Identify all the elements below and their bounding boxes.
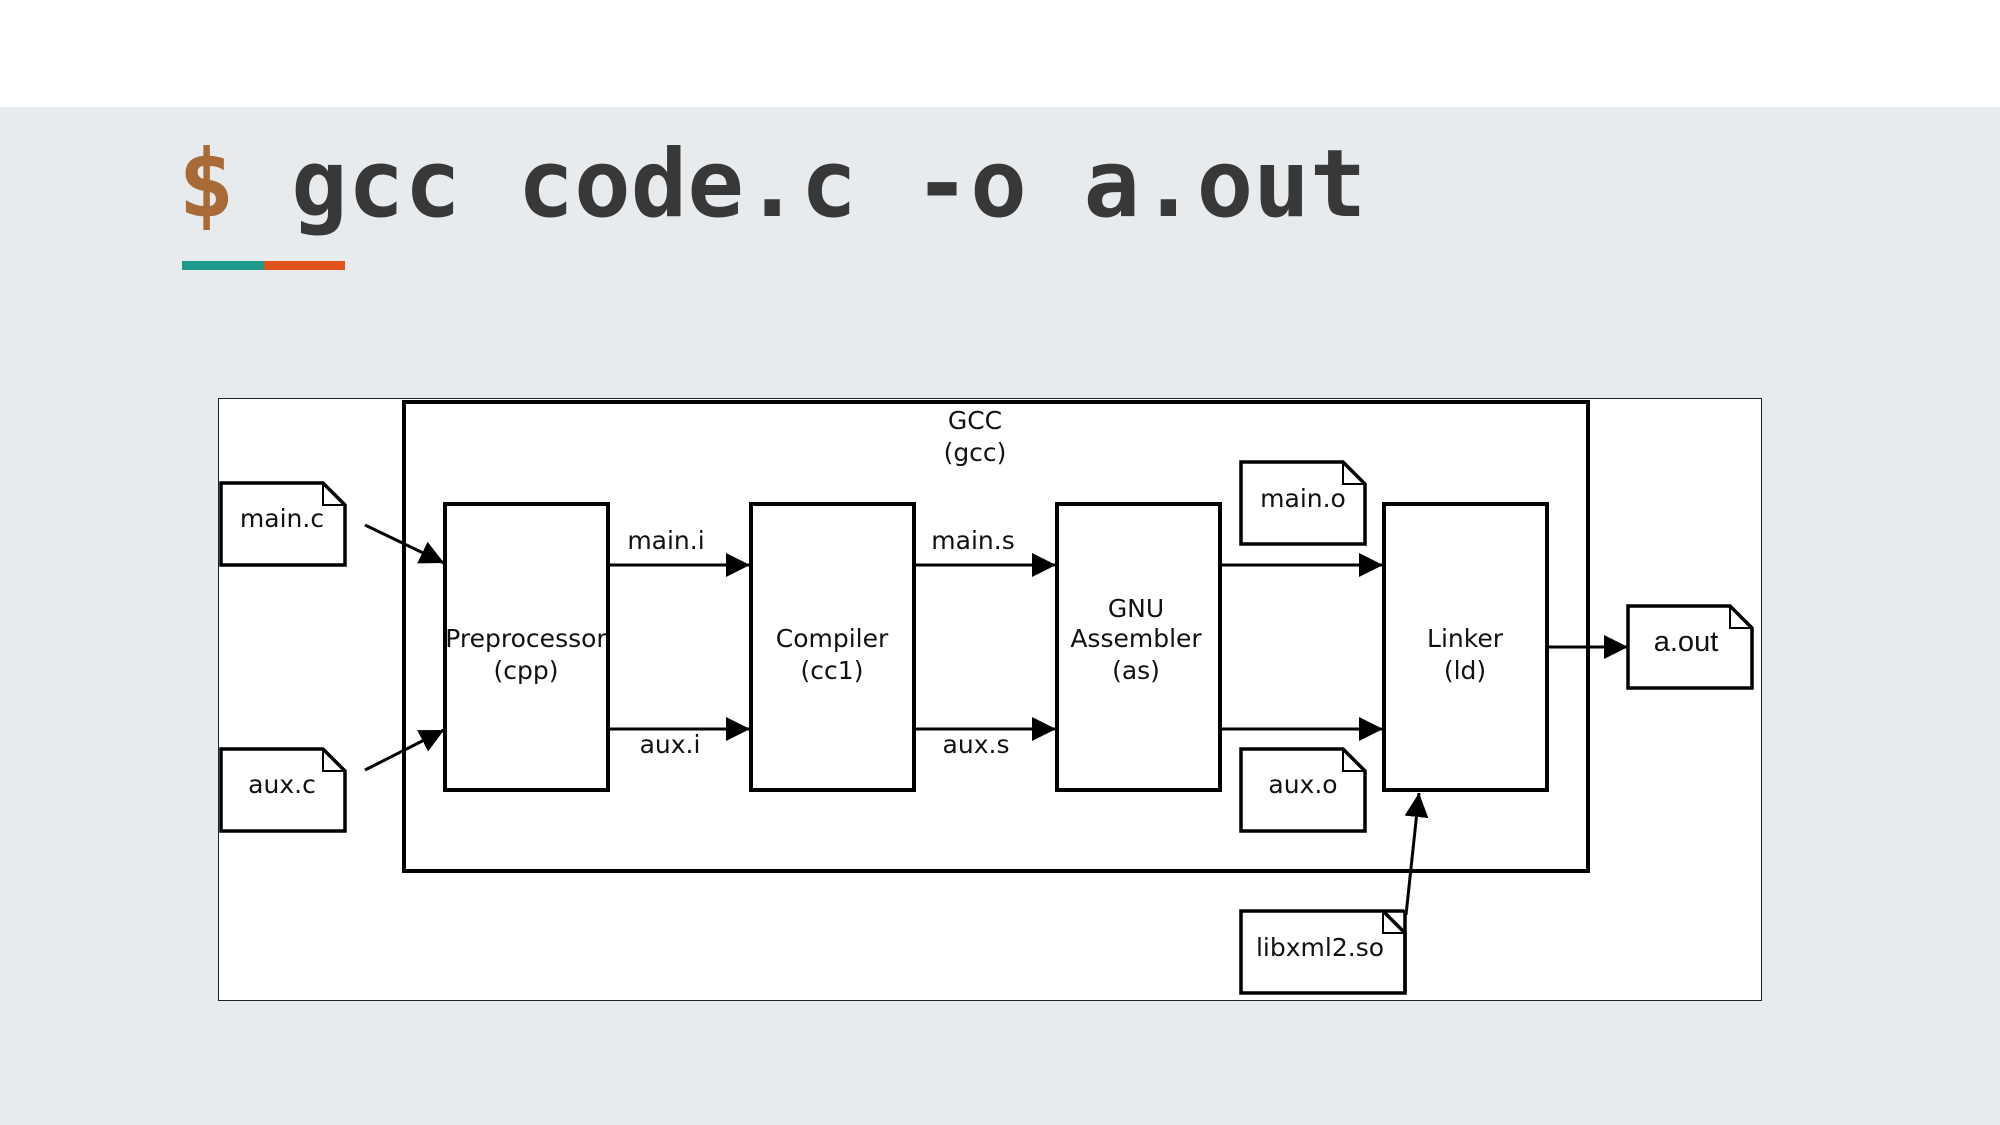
assembler-label-2: Assembler — [1070, 624, 1202, 653]
accent-bar-orange — [264, 261, 345, 270]
preprocessor-sublabel: (cpp) — [494, 656, 559, 685]
stage-preprocessor: Preprocessor (cpp) — [443, 502, 610, 792]
file-libxml2: libxml2.so — [1239, 909, 1407, 995]
arrow-aux-c-to-cpp — [364, 728, 445, 772]
file-main-o-label: main.o — [1260, 484, 1346, 513]
stage-compiler: Compiler (cc1) — [749, 502, 916, 792]
stage-assembler: GNU Assembler (as) — [1055, 502, 1222, 792]
gcc-label: GCC — [948, 406, 1002, 435]
file-libxml2-label: libxml2.so — [1256, 933, 1384, 962]
preprocessor-label: Preprocessor — [445, 624, 607, 653]
file-a-out-label: a.out — [1654, 626, 1719, 658]
arrow-main-c-to-cpp — [364, 523, 445, 565]
slide-title: $ gcc code.c -o a.out — [178, 125, 1366, 245]
file-aux-o: aux.o — [1239, 747, 1367, 833]
file-aux-o-label: aux.o — [1268, 770, 1337, 799]
linker-sublabel: (ld) — [1444, 656, 1486, 685]
edge-main-s-label: main.s — [931, 526, 1014, 555]
edge-aux-s-label: aux.s — [943, 730, 1010, 759]
edge-aux-i-label: aux.i — [640, 730, 701, 759]
file-a-out: a.out — [1626, 604, 1754, 690]
arrow-libxml-to-ld — [1404, 792, 1429, 916]
gcc-sublabel: (gcc) — [944, 438, 1007, 467]
stage-linker: Linker (ld) — [1382, 502, 1549, 792]
gcc-container: GCC (gcc) — [402, 400, 1590, 873]
top-band — [0, 0, 2000, 107]
linker-label: Linker — [1427, 624, 1504, 653]
assembler-label-1: GNU — [1108, 594, 1164, 623]
compiler-sublabel: (cc1) — [801, 656, 864, 685]
file-main-c-label: main.c — [240, 504, 324, 533]
file-main-c: main.c — [219, 481, 347, 567]
file-aux-c: aux.c — [219, 747, 347, 833]
gcc-pipeline-diagram: GCC (gcc) main.c aux.c Preprocessor (cpp… — [218, 398, 1762, 1001]
assembler-sublabel: (as) — [1112, 656, 1160, 685]
shell-prompt: $ — [178, 130, 235, 239]
file-aux-c-label: aux.c — [248, 770, 316, 799]
accent-bar-teal — [182, 261, 264, 270]
file-main-o: main.o — [1239, 460, 1367, 546]
compiler-label: Compiler — [776, 624, 889, 653]
gcc-command: gcc code.c -o a.out — [234, 130, 1367, 239]
diagram-canvas: GCC (gcc) main.c aux.c Preprocessor (cpp… — [219, 400, 1754, 995]
edge-main-i-label: main.i — [627, 526, 704, 555]
